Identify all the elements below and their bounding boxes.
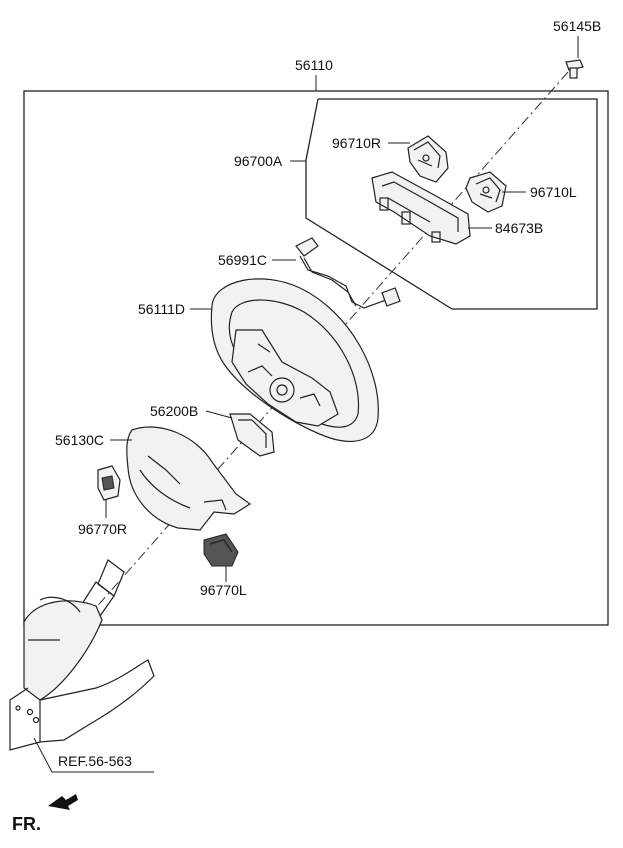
bracket-56200b bbox=[205, 410, 275, 457]
paddle-96770r bbox=[97, 465, 121, 518]
switch-96710r bbox=[388, 135, 449, 183]
label-56145b: 56145B bbox=[553, 18, 601, 34]
label-56110: 56110 bbox=[295, 57, 333, 73]
harness-56991c bbox=[272, 237, 401, 309]
label-84673b: 84673B bbox=[495, 220, 543, 236]
front-arrow-icon bbox=[48, 794, 78, 810]
label-96770l: 96770L bbox=[200, 582, 247, 598]
subassembly-frame bbox=[305, 98, 598, 310]
label-96710l: 96710L bbox=[530, 184, 577, 200]
label-56130c: 56130C bbox=[55, 432, 104, 448]
cover-56130c bbox=[110, 426, 252, 531]
steering-wheel-56111d bbox=[190, 278, 379, 442]
label-fr: FR. bbox=[12, 814, 41, 834]
label-96710r: 96710R bbox=[332, 135, 381, 151]
label-ref-56-563: REF.56-563 bbox=[58, 753, 132, 769]
label-56991c: 56991C bbox=[218, 252, 267, 268]
bolt-56145b bbox=[565, 36, 584, 79]
paddle-96770l bbox=[203, 533, 239, 582]
assembly-axis bbox=[77, 71, 569, 629]
switch-96710l bbox=[465, 171, 526, 213]
steering-column bbox=[9, 559, 155, 773]
bracket-84673b bbox=[371, 171, 492, 245]
label-96700a: 96700A bbox=[234, 153, 283, 169]
label-96770r: 96770R bbox=[78, 521, 127, 537]
label-56111d: 56111D bbox=[138, 301, 185, 317]
label-56200b: 56200B bbox=[150, 403, 198, 419]
